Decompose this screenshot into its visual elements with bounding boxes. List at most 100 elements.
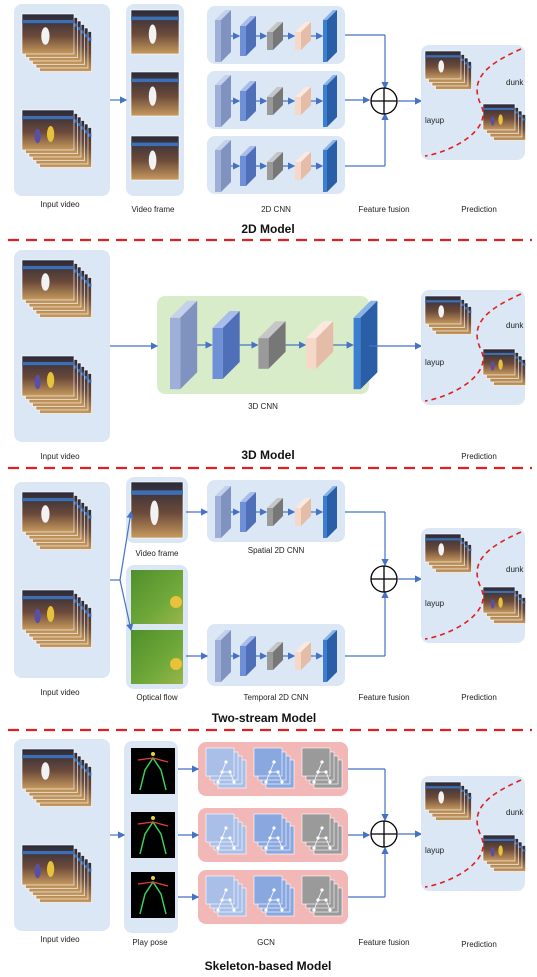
cnn-layer-side (273, 87, 283, 115)
cnn-layer (240, 91, 246, 121)
cnn-layer-side (327, 486, 337, 538)
cnn-layer (295, 652, 301, 670)
cnn-layer (323, 640, 327, 682)
cnn-layer (295, 32, 301, 50)
label-dunk: dunk (506, 321, 524, 330)
player-figure (498, 597, 503, 608)
player-figure (34, 374, 41, 390)
label-layup: layup (425, 358, 445, 367)
gcn-graph-node (264, 908, 268, 912)
cnn-layer-side (221, 10, 231, 62)
cnn-layer (267, 508, 273, 526)
gcn-graph-node (216, 780, 220, 784)
cnn-layer-side (327, 10, 337, 62)
player-figure (148, 150, 157, 170)
section-title-2d-model: 2D Model (241, 222, 295, 236)
cnn-layer (267, 32, 273, 50)
cnn-layer-top (323, 486, 337, 496)
cnn-layer-top (215, 486, 231, 496)
cnn-layer (323, 496, 327, 538)
court-banner (425, 786, 461, 789)
pose-head (151, 876, 155, 880)
pose-skeleton-arms (137, 757, 169, 763)
cnn-layer (295, 97, 301, 115)
cnn-layer-side (221, 75, 231, 127)
gcn-graph-node (216, 908, 220, 912)
caption-prediction: Prediction (461, 940, 497, 949)
cnn-layer-top (295, 642, 311, 652)
cnn-layer-top (258, 321, 286, 339)
cnn-layer-top (323, 75, 337, 85)
court-banner (483, 838, 515, 841)
gcn-graph-node (324, 770, 328, 774)
cnn-layer-side (273, 22, 283, 50)
cnn-layer (240, 502, 246, 532)
court-banner (22, 266, 74, 270)
flow-motion-blob (170, 596, 182, 608)
player-figure (438, 60, 445, 73)
flow-motion-blob (170, 658, 182, 670)
caption-gcn: GCN (257, 938, 275, 947)
cnn-layer (295, 162, 301, 180)
player-figure (148, 24, 157, 44)
cnn-layer-top (295, 22, 311, 32)
player-figure (46, 606, 55, 622)
player-figure (41, 762, 50, 780)
cnn-layer-side (246, 16, 256, 56)
label-layup: layup (425, 599, 445, 608)
gcn-graph-node (276, 836, 280, 840)
cnn-layer-top (267, 152, 283, 162)
gcn-graph-node (232, 846, 236, 850)
court-banner (22, 20, 74, 24)
cnn-layer (170, 317, 181, 390)
decision-boundary (424, 293, 522, 402)
caption-prediction: Prediction (461, 693, 497, 702)
court-banner (131, 78, 179, 83)
cnn-layer-side (327, 630, 337, 682)
gcn-graph-node (220, 836, 224, 840)
cnn-layer-side (221, 630, 231, 682)
gcn-graph-node (228, 836, 232, 840)
cnn-layer-top (240, 492, 256, 502)
gcn-feature-map (205, 813, 235, 843)
caption-feature-fusion: Feature fusion (358, 693, 410, 702)
court-banner (425, 300, 461, 303)
cnn-layer-top (323, 10, 337, 20)
gcn-graph-node (224, 826, 228, 830)
gcn-graph-node (320, 888, 324, 892)
cnn-layer (240, 156, 246, 186)
pose-head (151, 816, 155, 820)
gcn-graph-node (272, 826, 276, 830)
cnn-layer-side (221, 140, 231, 192)
player-figure (438, 791, 445, 804)
gcn-graph-node (268, 898, 272, 902)
gcn-graph-node (328, 908, 332, 912)
gcn-graph-node (264, 846, 268, 850)
label-dunk: dunk (506, 565, 524, 574)
caption-feature-fusion: Feature fusion (358, 938, 410, 947)
cnn-layer-top (267, 498, 283, 508)
court-banner (22, 851, 74, 855)
caption-optical-flow: Optical flow (136, 693, 178, 702)
cnn-layer-top (267, 642, 283, 652)
cnn-layer-side (316, 321, 334, 369)
gcn-graph-node (280, 780, 284, 784)
gcn-graph-node (224, 888, 228, 892)
cnn-layer (323, 20, 327, 62)
court-banner (22, 755, 74, 759)
cnn-layer-side (360, 300, 378, 390)
court-banner (131, 142, 179, 147)
caption-3d-cnn: 3D CNN (248, 402, 278, 411)
player-figure (41, 505, 50, 523)
pose-skeleton-arms (137, 881, 169, 887)
player-figure (490, 361, 495, 371)
court-banner (22, 362, 74, 366)
gcn-graph-node (280, 908, 284, 912)
cnn-layer-top (215, 10, 231, 20)
court-banner (483, 352, 515, 355)
cnn-layer-top (170, 300, 198, 318)
cnn-layer (323, 150, 327, 192)
cnn-layer-side (301, 22, 311, 50)
